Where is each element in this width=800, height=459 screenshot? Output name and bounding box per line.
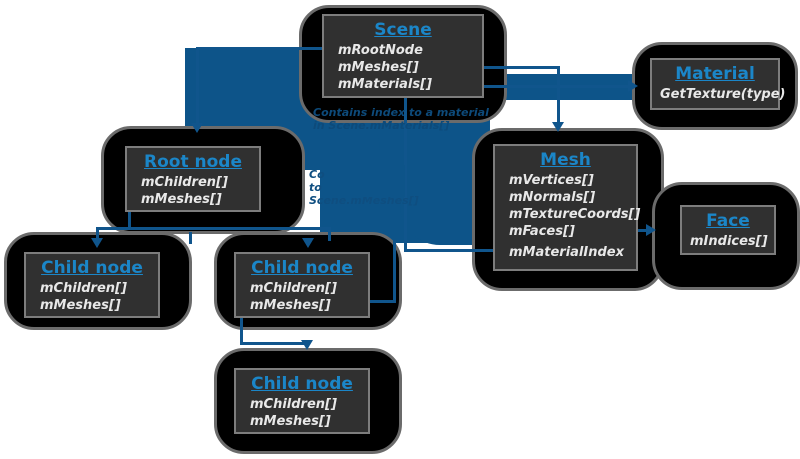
node-child-mid-field-0: mChildren[]	[250, 281, 337, 296]
connector-midmeshes-v	[393, 240, 396, 302]
arrow-rootnode-to-childleft	[91, 238, 103, 248]
node-mesh-field-1: mNormals[]	[509, 190, 596, 205]
node-child-mid-field-1: mMeshes[]	[250, 298, 331, 313]
node-child-left-field-1: mMeshes[]	[40, 298, 121, 313]
connector-midchildren-h2	[240, 342, 306, 345]
node-child-mid[interactable]: Child node mChildren[] mMeshes[]	[234, 252, 370, 318]
connector-rootnode-h	[196, 47, 330, 50]
connector-materialindex-h	[404, 249, 512, 252]
node-material-title: Material	[675, 64, 755, 84]
node-mesh-field-3: mFaces[]	[509, 224, 575, 239]
node-face[interactable]: Face mIndices[]	[680, 205, 776, 255]
connector-materialindex-v	[404, 86, 407, 251]
node-scene-title: Scene	[374, 20, 432, 40]
arrow-mesh-to-face	[646, 224, 656, 236]
node-child-bottom[interactable]: Child node mChildren[] mMeshes[]	[234, 368, 370, 434]
node-mesh-field-4: mMaterialIndex	[509, 245, 624, 260]
connector-mmeshes-v	[557, 66, 560, 124]
node-mesh-field-2: mTextureCoords[]	[509, 207, 641, 222]
node-child-bottom-field-1: mMeshes[]	[250, 414, 331, 429]
node-scene-field-1: mMeshes[]	[338, 60, 419, 75]
node-scene-field-0: mRootNode	[338, 43, 423, 58]
node-scene[interactable]: Scene mRootNode mMeshes[] mMaterials[]	[322, 14, 484, 98]
node-child-left[interactable]: Child node mChildren[] mMeshes[]	[24, 252, 160, 318]
node-child-left-field-0: mChildren[]	[40, 281, 127, 296]
connector-rootnode-v	[196, 47, 199, 125]
node-child-mid-title: Child node	[251, 258, 353, 278]
node-root-field-0: mChildren[]	[141, 175, 228, 190]
connector-mmaterials-h	[420, 85, 630, 88]
connector-mmeshes-h	[420, 66, 560, 69]
arrow-rootnode-to-childmid	[302, 238, 314, 248]
node-child-bottom-field-0: mChildren[]	[250, 397, 337, 412]
connector-rootchildren-v2	[96, 227, 99, 241]
node-face-field-0: mIndices[]	[690, 234, 768, 249]
node-root[interactable]: Root node mChildren[] mMeshes[]	[125, 146, 261, 212]
arrow-childmid-to-childbottom	[301, 340, 313, 350]
arrow-scene-to-material	[628, 80, 638, 92]
node-root-field-1: mMeshes[]	[141, 192, 222, 207]
node-child-left-title: Child node	[41, 258, 143, 278]
node-mesh-title: Mesh	[540, 150, 591, 170]
node-root-title: Root node	[144, 152, 242, 172]
material-index-note: Contains index to a material in Scene.mM…	[313, 106, 489, 132]
node-scene-field-2: mMaterials[]	[338, 77, 433, 92]
node-face-title: Face	[706, 211, 750, 231]
connector-rootchildren-v3	[328, 227, 331, 241]
note-occluder	[325, 165, 405, 197]
arrow-scene-to-rootnode	[191, 123, 203, 133]
connector-rootchildren-h2	[96, 227, 331, 230]
node-child-bottom-title: Child node	[251, 374, 353, 394]
node-material[interactable]: Material GetTexture(type)	[650, 58, 786, 110]
node-mesh[interactable]: Mesh mVertices[] mNormals[] mTextureCoor…	[493, 144, 641, 271]
node-mesh-field-0: mVertices[]	[509, 173, 594, 188]
arrow-scene-to-mesh	[552, 122, 564, 132]
node-material-field-0: GetTexture(type)	[660, 87, 786, 102]
connector-childleft-stub	[189, 232, 192, 244]
